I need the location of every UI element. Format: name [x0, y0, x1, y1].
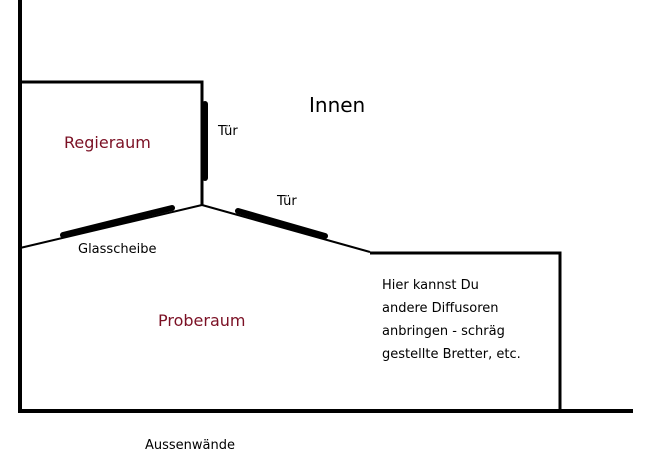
glass-mark [60, 205, 175, 238]
note-line: gestellte Bretter, etc. [382, 347, 521, 362]
diffusor-note: Hier kannst Du andere Diffusoren anbring… [382, 274, 521, 366]
diffusor-wall [370, 251, 562, 411]
door-1-label: Tür [218, 124, 238, 139]
control-room-label: Regieraum [64, 133, 151, 152]
note-line: anbringen - schräg [382, 324, 505, 339]
glass-wall [19, 204, 203, 249]
inside-label: Innen [309, 93, 366, 117]
door-2-mark [235, 208, 328, 239]
glass-label: Glasscheibe [78, 242, 157, 257]
door-2-label: Tür [277, 194, 297, 209]
note-line: Hier kannst Du [382, 278, 479, 293]
angled-wall [201, 204, 371, 253]
note-line: andere Diffusoren [382, 301, 499, 316]
rehearsal-room-label: Proberaum [158, 311, 246, 330]
outer-walls-label: Aussenwände [145, 438, 236, 453]
